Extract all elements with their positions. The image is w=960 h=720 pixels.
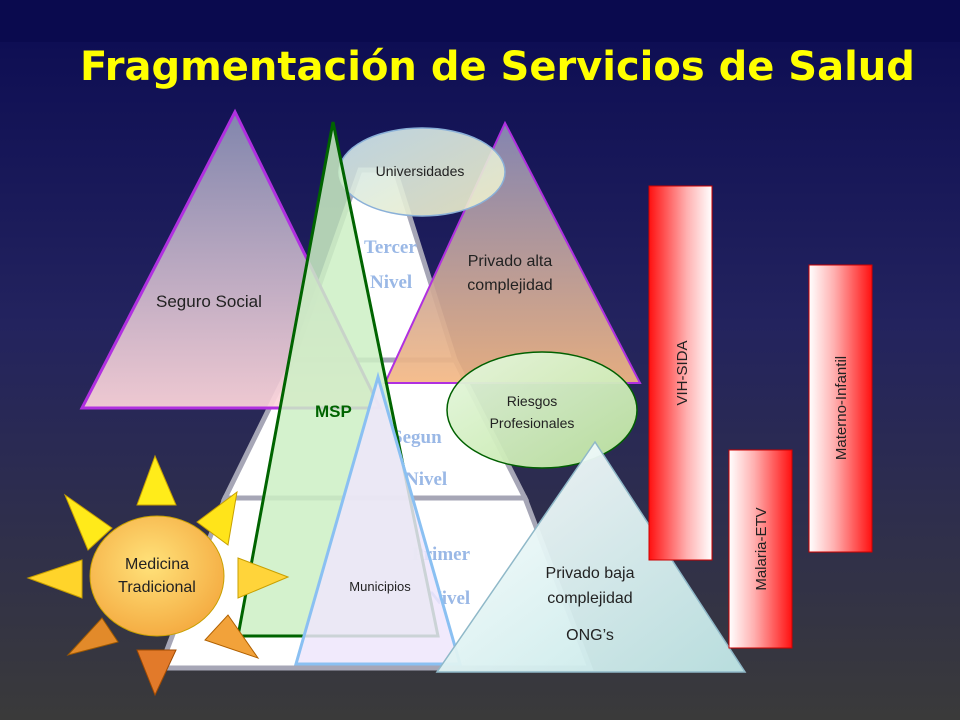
ongs-label: ONG’s — [566, 627, 614, 644]
sun-ray — [136, 454, 177, 506]
riesgos-label: Riesgos — [507, 393, 558, 409]
sun-ray — [136, 649, 177, 697]
vih-sida-label: VIH-SIDA — [674, 340, 691, 405]
msp-label: MSP — [315, 402, 352, 421]
privado-baja-label: Privado baja — [546, 565, 635, 582]
medicina-tradicional-circle — [89, 515, 225, 637]
materno-infantil-bar — [808, 264, 873, 553]
universidades-label: Universidades — [376, 163, 465, 179]
vih-sida-bar — [648, 185, 713, 561]
program-malaria-etv: Malaria-ETV — [728, 449, 793, 649]
sun-ray — [66, 617, 119, 656]
riesgos-ellipse — [446, 351, 638, 469]
sun-ray — [204, 614, 260, 659]
sun-ray — [196, 490, 238, 546]
privado-alta-label: Privado alta — [468, 253, 553, 270]
sun-shape — [26, 454, 290, 697]
segundo-nivel-label-2: Nivel — [405, 469, 447, 490]
malaria-etv-bar — [728, 449, 793, 649]
privado-baja-label-2: complejidad — [547, 590, 632, 607]
program-materno-infantil: Materno-Infantil — [808, 264, 873, 553]
medicina-label: Medicina — [125, 556, 189, 573]
privado-alta-label-2: complejidad — [467, 277, 552, 294]
sun-ray — [237, 557, 290, 599]
municipios-triangle — [294, 371, 462, 666]
program-vih-sida: VIH-SIDA — [648, 185, 713, 561]
tercer-nivel-label: Tercer — [364, 237, 417, 258]
sun-ray — [26, 559, 83, 599]
municipios-label: Municipios — [349, 579, 411, 594]
malaria-etv-label: Malaria-ETV — [753, 507, 770, 590]
slide-title: Fragmentación de Servicios de Salud — [80, 44, 915, 90]
medicina-label-2: Tradicional — [118, 579, 196, 596]
riesgos-label-2: Profesionales — [490, 415, 575, 431]
segundo-nivel-label: Segun — [392, 427, 442, 448]
seguro-social-label: Seguro Social — [156, 292, 262, 311]
top-band — [0, 0, 960, 42]
sun-ray — [63, 493, 113, 551]
materno-infantil-label: Materno-Infantil — [833, 356, 850, 460]
tercer-nivel-label-2: Nivel — [370, 272, 412, 293]
